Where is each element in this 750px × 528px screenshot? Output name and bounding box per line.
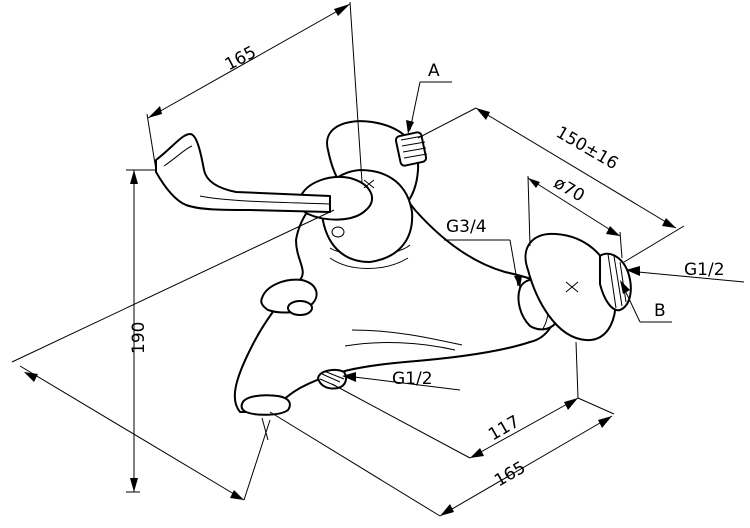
dim-handle-reach: 165 (222, 42, 260, 75)
dim-rosette-diameter: ø70 (550, 173, 588, 206)
inlet-thread-a (394, 131, 428, 167)
label-shower-thread: G1/2 (392, 369, 433, 389)
callout-a: A (428, 61, 440, 81)
leader-lines (342, 81, 745, 391)
dim-projection: 117 (485, 412, 523, 446)
dimension-lines (11, 1, 685, 517)
callout-b: B (654, 301, 666, 321)
dim-centers: 150±16 (552, 123, 621, 174)
lever-handle (155, 133, 331, 213)
dim-depth: 165 (491, 458, 529, 492)
label-outlet-thread: G3/4 (446, 217, 487, 237)
dim-height: 190 (129, 322, 149, 354)
spout-outlet (240, 394, 291, 416)
label-inlet-thread-right: G1/2 (684, 260, 725, 280)
shower-outlet-thread (317, 369, 347, 390)
faucet-body (155, 120, 632, 416)
